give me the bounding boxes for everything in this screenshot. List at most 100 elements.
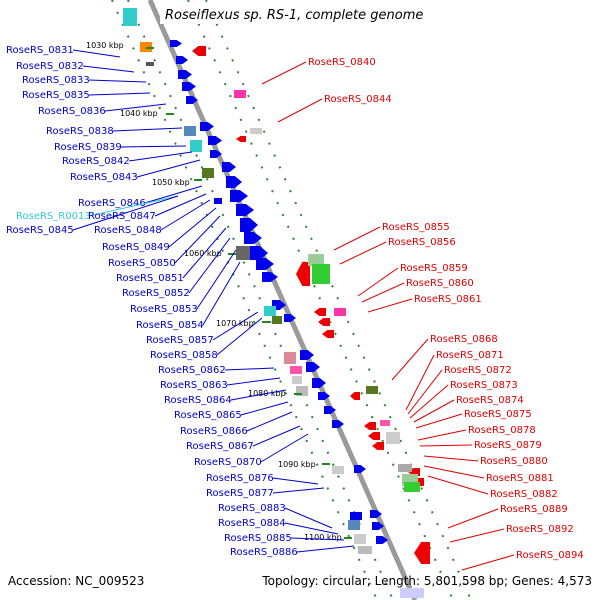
gene-box-steelblue [348, 520, 360, 530]
forward-gene-arrow [182, 82, 196, 91]
right-gene-label: RoseRS_0860 [406, 278, 474, 289]
left-gene-label: RoseRS_0849 [102, 242, 170, 253]
gene-box-lightgray [296, 386, 308, 396]
left-label-leader [246, 411, 293, 432]
right-label-leader [427, 475, 489, 495]
right-gene-label: RoseRS_0868 [430, 334, 498, 345]
left-label-leader [196, 249, 237, 310]
right-label-leader [409, 384, 449, 419]
left-label-leader [104, 103, 167, 112]
forward-gene-box [350, 512, 362, 520]
forward-gene-arrow [262, 272, 278, 282]
left-label-leader [296, 545, 355, 553]
right-gene-label: RoseRS_0855 [382, 222, 450, 233]
forward-gene-arrow [226, 176, 242, 188]
right-label-leader [447, 508, 499, 529]
left-gene-label: RoseRS_0831 [6, 45, 74, 56]
gene-box-lavender [400, 588, 424, 598]
right-gene-label: RoseRS_0872 [444, 365, 512, 376]
left-gene-label: RoseRS_0842 [62, 156, 130, 167]
reverse-gene-arrow [372, 442, 384, 450]
left-label-leader [88, 79, 147, 83]
left-label-leader [230, 389, 287, 401]
forward-gene-arrow [244, 232, 262, 244]
left-label-leader [290, 537, 345, 541]
forward-gene-arrow [256, 258, 274, 270]
gene-box-magenta [380, 420, 390, 426]
left-gene-label: RoseRS_0858 [150, 350, 218, 361]
left-label-leader [82, 65, 135, 73]
right-label-leader [423, 465, 485, 479]
left-gene-label: RoseRS_0867 [186, 441, 254, 452]
left-gene-label: RoseRS_0885 [224, 533, 292, 544]
forward-gene-box [214, 198, 222, 204]
reverse-gene-arrow [414, 542, 430, 564]
reverse-gene-arrow [192, 46, 206, 56]
forward-gene-arrow [178, 70, 192, 79]
forward-gene-arrow [284, 314, 296, 322]
right-gene-label: RoseRS_0892 [506, 524, 574, 535]
left-gene-label: RoseRS_0876 [206, 473, 274, 484]
gene-box-lightgray [292, 376, 302, 384]
tick-label: 1030 kbp [86, 41, 124, 50]
left-gene-label: RoseRS_0863 [160, 380, 228, 391]
reverse-gene-arrow [236, 136, 246, 142]
left-label-leader [160, 199, 211, 231]
gene-box-magenta [334, 308, 346, 316]
right-label-leader [339, 241, 387, 265]
map-title: Roseiflexus sp. RS-1, complete genome [165, 8, 423, 23]
left-label-leader [72, 195, 179, 231]
left-gene-label: RoseRS_0864 [164, 395, 232, 406]
left-gene-label: RoseRS_0883 [218, 503, 286, 514]
forward-gene-arrow [208, 136, 222, 145]
reverse-gene-arrow [322, 330, 334, 338]
left-label-leader [202, 261, 241, 326]
gene-box-lightgray [386, 432, 400, 444]
right-label-leader [419, 444, 473, 447]
tick-label: 1050 kbp [152, 178, 190, 187]
left-gene-label: RoseRS_0852 [122, 288, 190, 299]
right-gene-label: RoseRS_0856 [388, 237, 456, 248]
left-label-leader [284, 507, 333, 529]
gene-box-pink [284, 352, 296, 364]
gene-box-steelblue [184, 126, 196, 136]
left-gene-label: RoseRS_0843 [70, 172, 138, 183]
left-label-leader [154, 193, 207, 217]
left-gene-label: RoseRS_0870 [194, 457, 262, 468]
forward-gene-arrow [200, 122, 214, 131]
left-gene-label: RoseRS_0847 [88, 211, 156, 222]
right-gene-label: RoseRS_0861 [414, 294, 482, 305]
tick-label: 1100 kbp [304, 533, 342, 542]
accession-text: Accession: NC_009523 [8, 574, 144, 588]
forward-gene-arrow [210, 150, 222, 158]
gene-box-cyan [123, 8, 137, 26]
left-gene-label: RoseRS_R0013 [16, 211, 91, 222]
gene-box-olive [202, 168, 214, 178]
gene-box-lightgreen [308, 254, 324, 266]
reverse-gene-arrow [296, 262, 310, 286]
left-gene-label: RoseRS_0832 [16, 61, 84, 72]
left-label-leader [188, 237, 231, 294]
right-label-leader [461, 554, 515, 571]
left-gene-label: RoseRS_0884 [218, 518, 286, 529]
gene-box-gray [146, 62, 154, 66]
tick-label: 1090 kbp [278, 460, 316, 469]
forward-gene-arrow [354, 465, 366, 473]
right-gene-label: RoseRS_0880 [480, 456, 548, 467]
gene-box-cyan [190, 140, 202, 152]
left-gene-label: RoseRS_0851 [116, 273, 184, 284]
forward-gene-arrow [250, 246, 268, 260]
left-label-leader [240, 401, 289, 416]
right-label-leader [277, 98, 323, 123]
forward-gene-arrow [306, 362, 320, 372]
gene-box-green [404, 482, 420, 492]
left-gene-label: RoseRS_0848 [94, 225, 162, 236]
gene-box-lightgray [358, 546, 372, 554]
right-label-leader [417, 429, 467, 441]
left-gene-label: RoseRS_0886 [230, 547, 298, 558]
right-label-leader [405, 354, 435, 411]
right-gene-label: RoseRS_0882 [490, 489, 558, 500]
right-gene-label: RoseRS_0871 [436, 350, 504, 361]
